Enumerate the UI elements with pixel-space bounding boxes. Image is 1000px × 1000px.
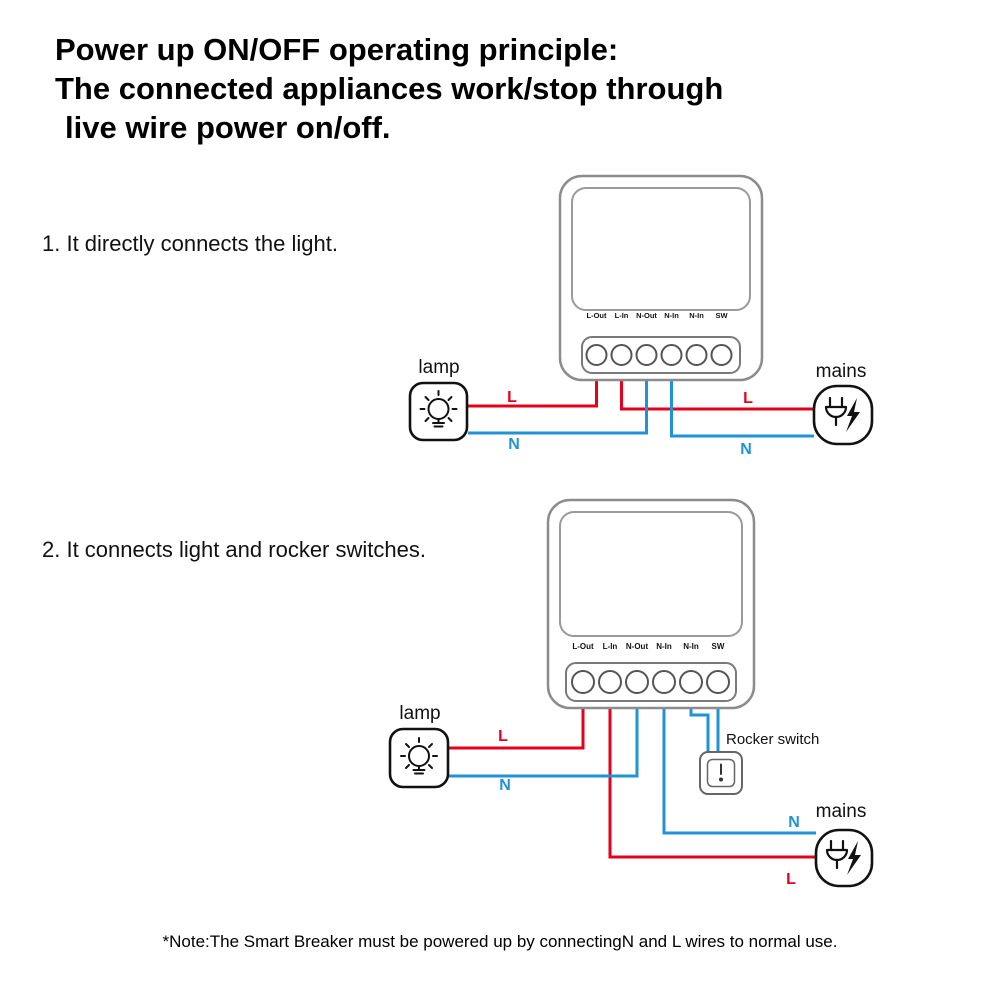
- terminal-label-sw: SW: [715, 311, 728, 320]
- lamp-icon-2: [388, 727, 450, 789]
- terminal-hole: [625, 670, 649, 694]
- device-face: [571, 187, 751, 311]
- wire-neutral-mains-2: [662, 693, 816, 835]
- terminal-hole: [571, 670, 595, 694]
- smart-breaker-device-2: L-Out L-In N-Out N-In N-In SW: [546, 498, 756, 710]
- terminal-hole: [610, 344, 633, 366]
- terminal-hole: [685, 344, 708, 366]
- terminal-hole: [710, 344, 733, 366]
- terminal-label-sw: SW: [712, 642, 725, 651]
- terminal-label-l-in: L-In: [615, 311, 629, 320]
- device-face: [559, 511, 743, 637]
- mains-label-1: mains: [816, 361, 867, 382]
- terminal-label-l-out: L-Out: [587, 311, 607, 320]
- mains-icon-2: [814, 828, 874, 888]
- lamp-icon-frame: [388, 727, 450, 789]
- neutral-label-mains-1: N: [740, 441, 752, 458]
- page-title: Power up ON/OFF operating principle: The…: [55, 30, 955, 147]
- lamp-icon-frame: [408, 381, 469, 442]
- title-line-2: The connected appliances work/stop throu…: [55, 71, 724, 106]
- terminal-hole: [652, 670, 676, 694]
- terminal-hole: [679, 670, 703, 694]
- section-1-caption: 1. It directly connects the light.: [42, 231, 338, 256]
- rocker-toggle-dot: [719, 777, 723, 782]
- title-line-3: live wire power on/off.: [65, 110, 391, 145]
- terminal-hole: [635, 344, 658, 366]
- title-line-1: Power up ON/OFF operating principle:: [55, 32, 619, 67]
- terminal-label-n-in-2: N-In: [689, 311, 704, 320]
- smart-breaker-device-1: L-Out L-In N-Out N-In N-In SW: [558, 174, 764, 382]
- wire-neutral-mains-1: [670, 365, 814, 438]
- neutral-label-lamp-1: N: [508, 436, 520, 453]
- live-label-mains-2: L: [786, 871, 796, 888]
- mains-label-2: mains: [816, 801, 867, 822]
- terminal-hole: [585, 344, 608, 366]
- live-label-mains-1: L: [743, 390, 753, 407]
- footnote: *Note:The Smart Breaker must be powered …: [162, 932, 838, 951]
- wire-neutral-lamp-1: [468, 365, 648, 435]
- terminal-label-l-out: L-Out: [572, 642, 594, 651]
- mains-icon-1: [812, 384, 874, 446]
- terminal-hole: [598, 670, 622, 694]
- section-2-caption: 2. It connects light and rocker switches…: [42, 537, 426, 562]
- terminal-label-n-in-1: N-In: [656, 642, 672, 651]
- lamp-label-1: lamp: [418, 357, 459, 378]
- rocker-switch-label: Rocker switch: [726, 731, 819, 748]
- live-label-lamp-1: L: [507, 389, 517, 406]
- lamp-label-2: lamp: [399, 703, 440, 724]
- neutral-label-mains-2: N: [788, 814, 800, 831]
- wire-neutral-lamp-2: [449, 693, 639, 778]
- neutral-label-lamp-2: N: [499, 777, 511, 794]
- wire-live-lamp-2: [449, 693, 585, 750]
- terminal-hole: [660, 344, 683, 366]
- terminal-label-n-in-2: N-In: [683, 642, 699, 651]
- terminal-label-n-out: N-Out: [626, 642, 649, 651]
- rocker-switch-icon: [699, 751, 743, 795]
- terminal-label-l-in: L-In: [603, 642, 618, 651]
- terminal-label-n-out: N-Out: [636, 311, 657, 320]
- terminal-label-n-in-1: N-In: [664, 311, 679, 320]
- terminal-hole: [706, 670, 730, 694]
- live-label-lamp-2: L: [498, 728, 508, 745]
- wire-live-mains-2: [608, 693, 816, 859]
- lamp-icon-1: [408, 381, 469, 442]
